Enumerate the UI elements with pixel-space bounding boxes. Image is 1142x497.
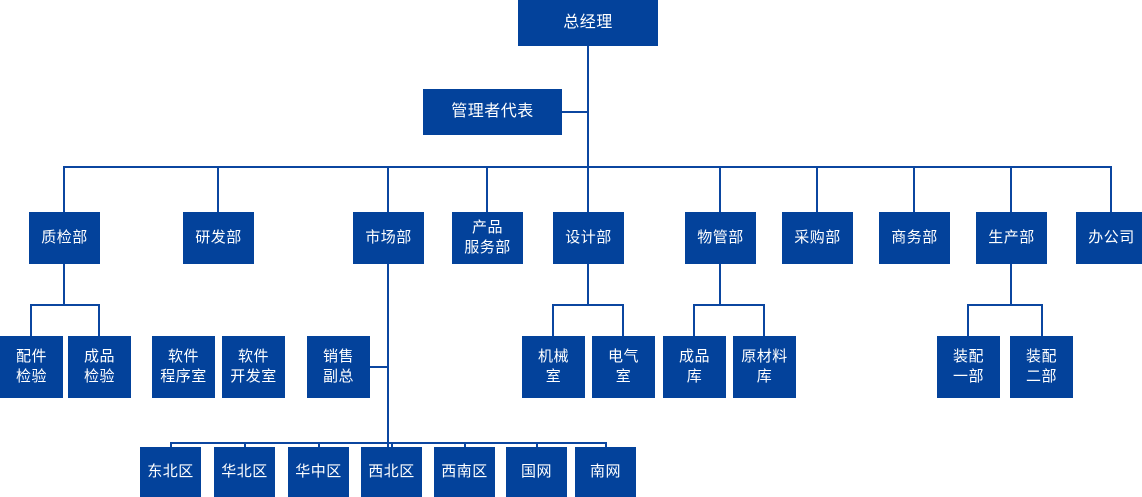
org-node[interactable]: 设计部 xyxy=(553,212,624,264)
org-node[interactable]: 销售 副总 xyxy=(307,336,370,398)
org-node[interactable]: 配件 检验 xyxy=(0,336,63,398)
connector-drop-shangwu xyxy=(913,166,915,213)
connector-drop-sheji xyxy=(587,166,589,213)
connector-drop-huazhong xyxy=(318,442,320,448)
connector-shichang-trunk-down xyxy=(387,264,389,447)
connector-drop-yuancailiao-ku xyxy=(763,304,765,337)
connector-region-bus xyxy=(170,442,606,444)
org-node[interactable]: 西北区 xyxy=(361,447,422,497)
org-node[interactable]: 装配 一部 xyxy=(937,336,1000,398)
org-node[interactable]: 华北区 xyxy=(214,447,275,497)
org-node[interactable]: 机械 室 xyxy=(522,336,585,398)
connector-drop-chengpin-ku xyxy=(693,304,695,337)
org-node[interactable]: 产品 服务部 xyxy=(452,212,523,264)
org-node[interactable]: 软件 开发室 xyxy=(222,336,285,398)
org-node[interactable]: 成品 检验 xyxy=(68,336,131,398)
connector-shichang-to-xiaoshou-fuzong xyxy=(370,366,389,368)
org-node[interactable]: 采购部 xyxy=(782,212,853,264)
org-node[interactable]: 西南区 xyxy=(434,447,495,497)
connector-drop-caigou xyxy=(816,166,818,213)
connector-drop-guowang xyxy=(536,442,538,448)
connector-drop-shichang xyxy=(387,166,389,213)
connector-drop-yanfa xyxy=(217,166,219,213)
connector-drop-dongbei xyxy=(170,442,172,448)
org-node[interactable]: 办公司 xyxy=(1076,212,1142,264)
connector-shengchan-bus xyxy=(967,304,1042,306)
connector-gm-to-mgmt-rep xyxy=(562,111,589,113)
connector-wuguan-bus xyxy=(693,304,764,306)
connector-drop-zhijian xyxy=(63,166,65,213)
org-node[interactable]: 商务部 xyxy=(879,212,950,264)
connector-drop-wuguan xyxy=(719,166,721,213)
org-node[interactable]: 装配 二部 xyxy=(1010,336,1073,398)
connector-drop-peijian-jianyan xyxy=(30,304,32,337)
org-node[interactable]: 原材料 库 xyxy=(733,336,796,398)
org-node[interactable]: 华中区 xyxy=(288,447,349,497)
org-node[interactable]: 质检部 xyxy=(29,212,100,264)
connector-drop-zhuangpei-er xyxy=(1041,304,1043,337)
connector-sheji-bus xyxy=(552,304,623,306)
connector-wuguan-stem xyxy=(719,264,721,306)
connector-drop-bangongsi xyxy=(1110,166,1112,213)
connector-drop-chengpin-jianyan xyxy=(98,304,100,337)
org-node[interactable]: 软件 程序室 xyxy=(152,336,215,398)
connector-drop-jixie-shi xyxy=(552,304,554,337)
connector-zhijian-stem xyxy=(63,264,65,306)
org-node[interactable]: 东北区 xyxy=(140,447,201,497)
connector-drop-shengchan xyxy=(1010,166,1012,213)
org-node[interactable]: 生产部 xyxy=(976,212,1047,264)
connector-shengchan-stem xyxy=(1010,264,1012,306)
org-node[interactable]: 总经理 xyxy=(518,0,658,46)
org-node[interactable]: 南网 xyxy=(575,447,636,497)
connector-zhijian-bus xyxy=(30,304,99,306)
connector-drop-xinan xyxy=(464,442,466,448)
org-node[interactable]: 成品 库 xyxy=(663,336,726,398)
connector-drop-chanpin-fuwu xyxy=(486,166,488,213)
connector-drop-xibei xyxy=(391,442,393,448)
connector-drop-nanwang xyxy=(605,442,607,448)
connector-drop-huabei xyxy=(244,442,246,448)
connector-sheji-stem xyxy=(587,264,589,306)
connector-gm-trunk-down xyxy=(587,46,589,167)
org-node[interactable]: 管理者代表 xyxy=(423,89,562,135)
org-node[interactable]: 国网 xyxy=(506,447,567,497)
org-node[interactable]: 物管部 xyxy=(685,212,756,264)
org-node[interactable]: 研发部 xyxy=(183,212,254,264)
connector-drop-zhuangpei-yi xyxy=(967,304,969,337)
org-node[interactable]: 市场部 xyxy=(353,212,424,264)
org-node[interactable]: 电气 室 xyxy=(592,336,655,398)
connector-drop-dianqi-shi xyxy=(622,304,624,337)
